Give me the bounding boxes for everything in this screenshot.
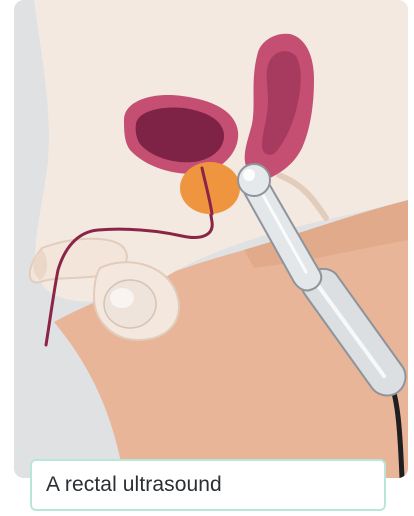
caption-box: A rectal ultrasound <box>30 459 386 511</box>
caption-text: A rectal ultrasound <box>46 473 222 497</box>
illustration-canvas <box>14 0 408 478</box>
testicle-highlight <box>110 288 134 308</box>
probe-tip <box>238 164 270 196</box>
anatomy-illustration <box>14 0 408 478</box>
probe-tip-highlight <box>243 169 255 181</box>
